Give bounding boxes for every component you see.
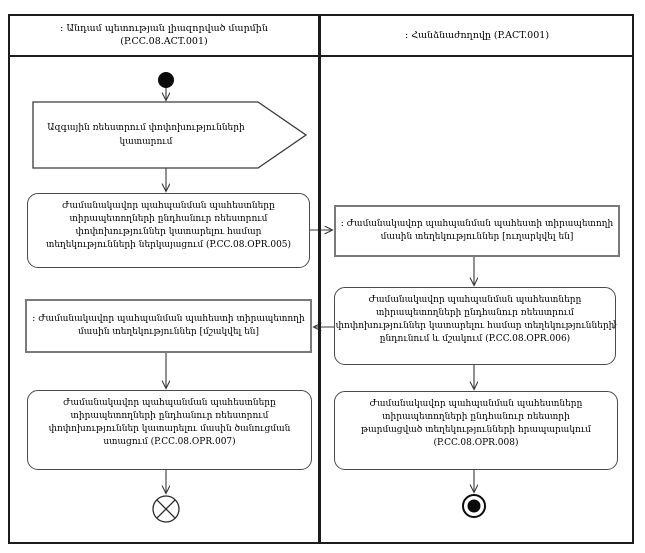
lane-divider [318,14,321,542]
send-signal-shape [32,101,308,169]
initial-node-icon [158,72,174,88]
lane-header-left: : Անդամ պետության լիազորված մարմին (P.CC… [60,23,268,47]
activity-final-icon [462,494,486,518]
action-opr006: Ժամանակավոր պահպանման պահեստները տիրապետ… [334,287,616,365]
lane-header-separator [8,55,634,57]
edge-annotation-glyph: } [612,320,618,330]
lane-header-right: : Հանձնաժողովը (P.ACT.001) [404,29,550,41]
action-opr007: Ժամանակավոր պահպանման պահեստները տիրապետ… [27,390,312,470]
send-signal-action-label: Ազգային ռեեստրում փոփոխությունների կատար… [47,123,245,147]
diagram-frame [8,14,634,544]
action-opr005: Ժամանակավոր պահպանման պահեստները տիրապետ… [27,193,310,268]
action-opr008: Ժամանակավոր պահպանման պահեստները տիրապետ… [334,391,618,470]
flow-final-icon [152,495,180,523]
object-node-sent: : Ժամանակավոր պահպանման պահեստի տիրապետո… [334,205,620,257]
object-node-processed: : Ժամանակավոր պահպանման պահեստի տիրապետո… [25,299,312,353]
